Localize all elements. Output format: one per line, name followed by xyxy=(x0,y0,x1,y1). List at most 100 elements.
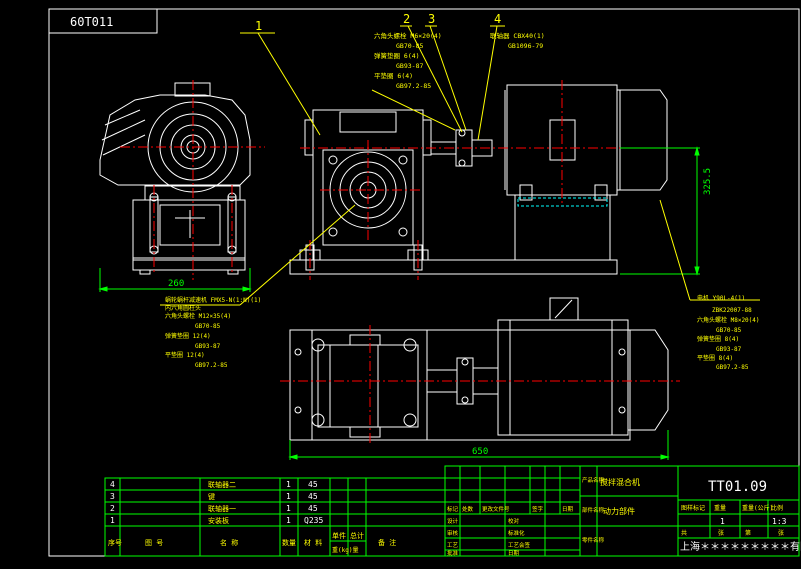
svg-text:45: 45 xyxy=(308,504,318,513)
svg-text:45: 45 xyxy=(308,492,318,501)
svg-text:GB70-85: GB70-85 xyxy=(195,323,221,330)
title-block-lines xyxy=(444,465,800,557)
svg-text:电机 Y90L-4(1): 电机 Y90L-4(1) xyxy=(697,294,745,302)
balloon-3: 3 xyxy=(428,12,435,26)
part-name: 动力部件 xyxy=(603,506,635,516)
leaders xyxy=(160,25,760,306)
overall-length-dim: 650 xyxy=(472,447,488,457)
svg-text:重量(公斤): 重量(公斤) xyxy=(742,504,773,512)
drawing-number: TT01.09 xyxy=(708,479,767,495)
corner-code: 60T011 xyxy=(70,15,113,29)
title-block-text: 搅拌混合机 动力部件 TT01.09 1 1:3 上海＊＊＊＊＊＊＊＊＊有限公司… xyxy=(447,476,801,557)
svg-text:处数: 处数 xyxy=(462,505,474,513)
callout-top-left: 六角头螺栓 M6×20(4) GB70-85 弹簧垫圈 6(4) GB93-87… xyxy=(374,31,442,90)
svg-text:部件名称: 部件名称 xyxy=(582,506,605,514)
svg-text:弹簧垫圈 6(4): 弹簧垫圈 6(4) xyxy=(374,51,420,60)
svg-text:1: 1 xyxy=(286,504,291,513)
svg-text:GB97.2-85: GB97.2-85 xyxy=(195,362,228,369)
svg-text:2: 2 xyxy=(110,504,115,513)
balloon-2: 2 xyxy=(403,12,410,26)
svg-text:GB93-87: GB93-87 xyxy=(396,62,423,70)
balloon-4: 4 xyxy=(494,12,501,26)
svg-text:审核: 审核 xyxy=(447,529,459,537)
height-dim: 325.5 xyxy=(703,168,713,195)
svg-text:GB70-85: GB70-85 xyxy=(396,42,423,50)
svg-text:第: 第 xyxy=(745,529,751,537)
plan-view xyxy=(289,297,669,441)
svg-text:平垫圈 6(4): 平垫圈 6(4) xyxy=(374,71,413,80)
side-view-dimension xyxy=(98,268,252,292)
svg-text:安装板: 安装板 xyxy=(208,516,229,525)
svg-text:序号: 序号 xyxy=(108,538,122,547)
svg-text:共: 共 xyxy=(681,529,687,537)
svg-text:联轴器 CBX40(1): 联轴器 CBX40(1) xyxy=(490,31,545,40)
svg-text:签字: 签字 xyxy=(532,505,544,513)
company-name: 上海＊＊＊＊＊＊＊＊＊有限公司 xyxy=(680,540,801,553)
callout-top-right: 联轴器 CBX40(1) GB1096-79 xyxy=(490,31,545,50)
svg-text:重(kg)量: 重(kg)量 xyxy=(332,546,358,554)
svg-text:名 称: 名 称 xyxy=(220,538,238,547)
svg-text:ZBK22007-88: ZBK22007-88 xyxy=(712,307,752,314)
front-view xyxy=(289,84,668,275)
product-name: 搅拌混合机 xyxy=(600,477,640,487)
svg-text:3: 3 xyxy=(110,492,115,501)
svg-text:单件: 单件 xyxy=(332,531,346,540)
svg-text:工艺会签: 工艺会签 xyxy=(508,541,531,549)
svg-text:1: 1 xyxy=(110,516,115,525)
balloon-labels: 1 2 3 4 xyxy=(255,12,501,33)
height-dimension xyxy=(620,146,700,276)
svg-text:日期: 日期 xyxy=(562,506,574,513)
front-view-hidden xyxy=(517,197,608,207)
svg-text:更改文件号: 更改文件号 xyxy=(482,505,510,513)
svg-text:数量: 数量 xyxy=(282,538,296,547)
svg-text:平垫圈 8(4): 平垫圈 8(4) xyxy=(697,354,733,362)
base-width-dim: 260 xyxy=(168,279,184,289)
svg-text:GB1096-79: GB1096-79 xyxy=(508,42,543,50)
side-view xyxy=(99,82,251,275)
svg-text:日期: 日期 xyxy=(508,550,520,557)
svg-text:平垫圈 12(4): 平垫圈 12(4) xyxy=(165,351,205,359)
svg-text:图 号: 图 号 xyxy=(145,539,163,547)
drawing-frame: 60T011 xyxy=(48,8,800,557)
svg-text:弹簧垫圈 8(4): 弹簧垫圈 8(4) xyxy=(697,335,739,343)
svg-text:零件名称: 零件名称 xyxy=(582,536,605,544)
svg-text:Q235: Q235 xyxy=(304,516,323,525)
svg-text:联轴器一: 联轴器一 xyxy=(208,504,236,513)
svg-text:GB97.2-85: GB97.2-85 xyxy=(716,364,749,371)
svg-text:弹簧垫圈 12(4): 弹簧垫圈 12(4) xyxy=(165,332,211,340)
svg-text:图样标记: 图样标记 xyxy=(681,504,705,512)
plan-view-centerlines xyxy=(280,325,680,445)
svg-text:1: 1 xyxy=(286,492,291,501)
svg-text:六角头螺栓 M6×20(4): 六角头螺栓 M6×20(4) xyxy=(374,31,442,40)
bom-rows: 4 联轴器二 1 45 3 键 1 45 2 联轴器一 1 45 1 安装板 1… xyxy=(110,480,323,525)
svg-text:1: 1 xyxy=(286,480,291,489)
svg-text:GB93-87: GB93-87 xyxy=(195,343,221,350)
svg-text:校对: 校对 xyxy=(508,517,520,525)
length-dimension xyxy=(288,430,670,460)
svg-text:六角头螺栓 M8×20(4): 六角头螺栓 M8×20(4) xyxy=(697,316,760,324)
svg-text:标准化: 标准化 xyxy=(508,529,525,537)
svg-text:备 注: 备 注 xyxy=(378,538,396,547)
svg-text:工艺: 工艺 xyxy=(447,542,459,549)
side-view-centerlines xyxy=(120,80,265,280)
svg-text:总计: 总计 xyxy=(350,531,364,540)
svg-text:重量: 重量 xyxy=(714,504,726,512)
svg-text:4: 4 xyxy=(110,480,115,489)
scale-value: 1:3 xyxy=(772,517,787,526)
svg-text:联轴器二: 联轴器二 xyxy=(208,480,236,489)
svg-text:GB70-85: GB70-85 xyxy=(716,327,742,334)
svg-text:张: 张 xyxy=(778,529,784,537)
svg-text:张: 张 xyxy=(718,529,724,537)
callout-right: 电机 Y90L-4(1) ZBK22007-88 六角头螺栓 M8×20(4) … xyxy=(697,294,760,371)
svg-text:批准: 批准 xyxy=(447,549,459,557)
svg-text:45: 45 xyxy=(308,480,318,489)
balloon-1: 1 xyxy=(255,19,262,33)
svg-text:键: 键 xyxy=(208,492,215,501)
front-view-centerlines xyxy=(300,80,680,280)
svg-text:GB97.2-85: GB97.2-85 xyxy=(396,82,431,90)
svg-text:产品名称: 产品名称 xyxy=(582,476,605,484)
quantity-value: 1 xyxy=(720,517,725,526)
svg-text:比例: 比例 xyxy=(771,504,783,512)
svg-text:内六角圆柱头: 内六角圆柱头 xyxy=(165,304,201,312)
